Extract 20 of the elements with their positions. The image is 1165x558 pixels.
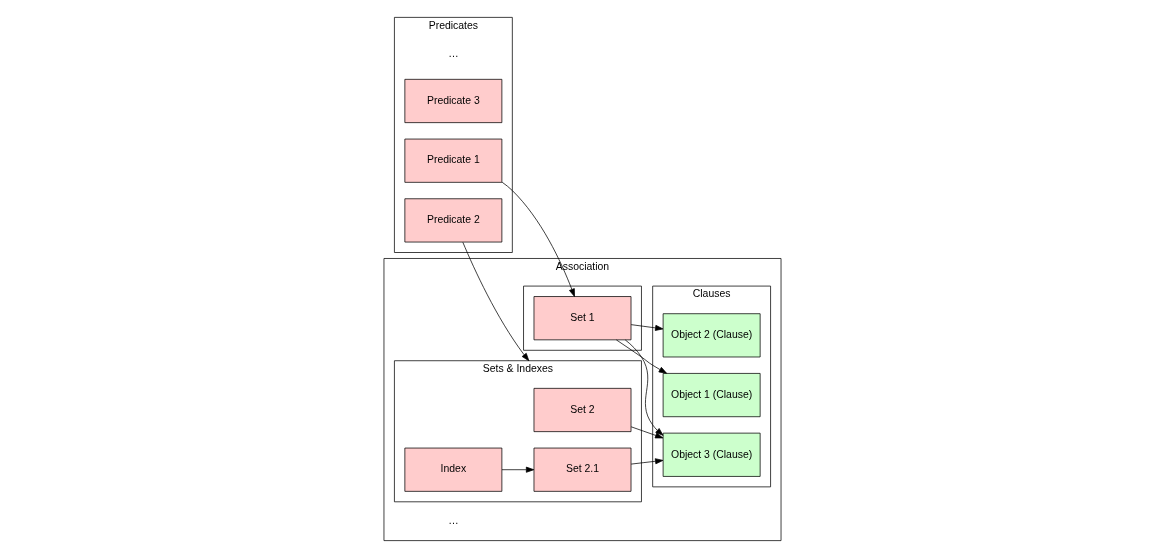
node-box: Predicate 2 [404,198,503,243]
node-box: Set 1 [533,296,632,341]
arrow [630,458,664,465]
node-box: Predicate 3 [404,78,503,123]
node-box: Object 3 (Clause) [662,432,761,477]
arrow [624,339,664,436]
arrow [616,339,667,374]
node-box: Set 2.1 [533,447,632,492]
arrow [462,241,530,362]
arrow [630,324,664,331]
node-box: Object 2 (Clause) [662,313,761,358]
arrow [501,181,575,297]
label: … [448,47,459,59]
arrow [630,426,664,439]
node-box: Predicate 1 [404,138,503,183]
node-box: Object 1 (Clause) [662,373,761,418]
label: … [448,514,459,526]
node-box: Index [404,447,503,492]
node-box: Set 2 [533,387,632,432]
arrow [501,466,535,473]
